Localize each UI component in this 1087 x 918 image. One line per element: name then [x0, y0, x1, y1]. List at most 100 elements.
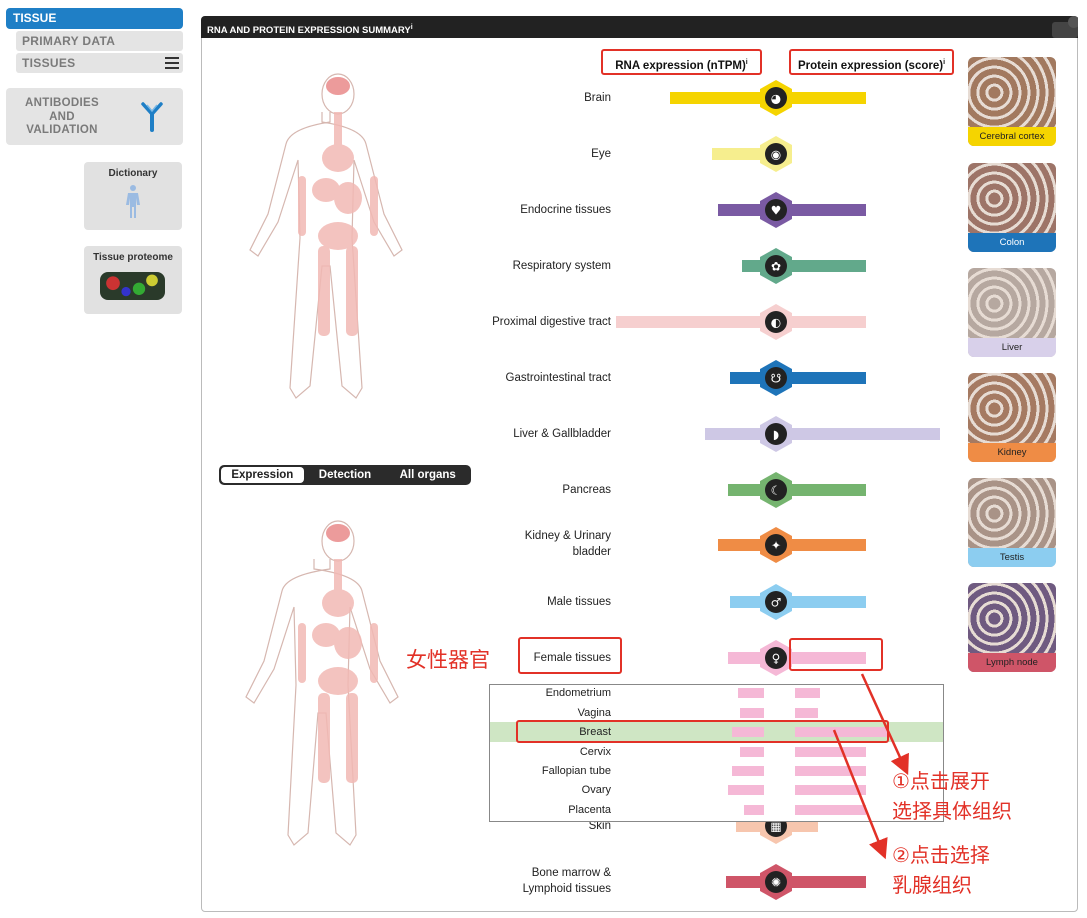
protein-bar[interactable] [776, 316, 866, 328]
subtissue-rna-bar [728, 785, 764, 795]
subtissue-label[interactable]: Placenta [568, 804, 611, 816]
annotation-step1: ①点击展开 选择具体组织 [892, 766, 1012, 826]
subtissue-label[interactable]: Fallopian tube [541, 765, 611, 777]
organ-label[interactable]: Pancreas [562, 484, 611, 496]
organ-icon[interactable]: ♂ [760, 584, 792, 620]
organ-label[interactable]: Brain [584, 92, 611, 104]
protein-bar[interactable] [776, 260, 866, 272]
toggle-all-organs[interactable]: All organs [399, 469, 456, 481]
tissue-image-label: Kidney [968, 443, 1056, 462]
protein-info-icon[interactable]: i [943, 59, 946, 66]
protein-bar[interactable] [776, 539, 866, 551]
human-figure-icon [126, 185, 140, 218]
rna-expression-header: RNA expression (nTPM)i [601, 49, 762, 75]
rna-bar[interactable] [616, 316, 776, 328]
tissue-image-label: Liver [968, 338, 1056, 357]
annotation-step1-line2: 选择具体组织 [892, 799, 1012, 823]
protein-expression-header: Protein expression (score)i [789, 49, 954, 75]
subtissue-label[interactable]: Endometrium [545, 687, 611, 699]
organ-icon[interactable]: ♥ [760, 192, 792, 228]
rna-bar[interactable] [670, 92, 776, 104]
annotation-step2: ②点击选择 乳腺组织 [892, 840, 990, 900]
subtissue-protein-bar [795, 747, 866, 757]
subtissue-label[interactable]: Breast [579, 726, 611, 738]
tissue-image-label: Testis [968, 548, 1056, 567]
protein-bar[interactable] [776, 204, 866, 216]
panel-title: RNA AND PROTEIN EXPRESSION SUMMARY [207, 25, 411, 37]
organ-icon[interactable]: ✦ [760, 527, 792, 563]
svg-text:▦: ▦ [770, 820, 781, 834]
subtissue-rna-bar [732, 766, 764, 776]
organ-icon[interactable]: ◗ [760, 416, 792, 452]
annotation-step2-line2: 乳腺组织 [892, 873, 972, 897]
svg-text:◕: ◕ [771, 92, 782, 106]
female-subtissue-table [489, 684, 944, 822]
antibodies-validation-button[interactable]: ANTIBODIES AND VALIDATION [6, 88, 183, 145]
tissue-proteome-card[interactable]: Tissue proteome [84, 246, 182, 314]
panel-header: RNA AND PROTEIN EXPRESSION SUMMARYi [201, 16, 1078, 38]
nav-tissues-label: TISSUES [22, 56, 76, 70]
organ-label[interactable]: Proximal digestive tract [492, 316, 611, 328]
tissue-proteome-label: Tissue proteome [93, 252, 173, 263]
protein-bar[interactable] [776, 596, 866, 608]
female-protein-highlight [789, 638, 883, 671]
view-toggle: Expression Detection All organs [219, 465, 471, 485]
male-body-figure [245, 520, 399, 846]
subtissue-label[interactable]: Ovary [581, 784, 611, 796]
organ-label[interactable]: Endocrine tissues [520, 204, 611, 216]
protein-bar[interactable] [776, 428, 940, 440]
subtissue-label[interactable]: Vagina [577, 707, 611, 719]
panel-info-icon[interactable]: i [410, 24, 413, 31]
rna-bar[interactable] [705, 428, 776, 440]
protein-bar[interactable] [776, 92, 866, 104]
protein-bar[interactable] [776, 372, 866, 384]
protein-bar[interactable] [776, 876, 866, 888]
menu-icon[interactable] [165, 57, 179, 69]
nav-primary-data[interactable]: PRIMARY DATA [16, 31, 183, 51]
protein-bar[interactable] [776, 652, 866, 664]
subtissue-protein-bar [795, 708, 818, 718]
organ-icon[interactable]: ◉ [760, 136, 792, 172]
rna-header-label: RNA expression (nTPM) [615, 59, 746, 72]
organ-icon[interactable]: ◐ [760, 304, 792, 340]
protein-bar[interactable] [776, 484, 866, 496]
svg-text:◐: ◐ [771, 316, 781, 330]
tissue-image-tile[interactable]: Testis [968, 478, 1056, 567]
svg-text:✺: ✺ [771, 876, 781, 890]
organ-label[interactable]: Bone marrow & Lymphoid tissues [522, 867, 611, 895]
toggle-expression[interactable]: Expression [221, 467, 304, 483]
tissue-image-tile[interactable]: Kidney [968, 373, 1056, 462]
organ-icon[interactable]: ✺ [760, 864, 792, 900]
tissue-image-tile[interactable]: Colon [968, 163, 1056, 252]
organ-label[interactable]: Gastrointestinal tract [505, 372, 611, 384]
subtissue-label[interactable]: Cervix [579, 746, 611, 758]
organ-label[interactable]: Female tissues [533, 652, 611, 664]
subtissue-protein-bar [795, 688, 820, 698]
nav-tissue[interactable]: TISSUE [6, 8, 183, 29]
tissue-image-tile[interactable]: Cerebral cortex [968, 57, 1056, 146]
organ-label[interactable]: Male tissues [547, 596, 611, 608]
organ-label[interactable]: Respiratory system [512, 260, 611, 272]
organ-label[interactable]: Kidney & Urinary bladder [524, 530, 611, 558]
tissue-proteome-thumbnail [100, 272, 165, 300]
tissue-image-tile[interactable]: Lymph node [968, 583, 1056, 672]
organ-label[interactable]: Eye [591, 148, 611, 160]
svg-text:♂: ♂ [771, 596, 782, 610]
protein-header-label: Protein expression (score) [797, 59, 944, 72]
dictionary-card[interactable]: Dictionary [84, 162, 182, 230]
organ-icon[interactable]: ☋ [760, 360, 792, 396]
rna-info-icon[interactable]: i [745, 59, 748, 66]
annotation-female-organs: 女性器官 [406, 648, 490, 672]
tissue-image-tile[interactable]: Liver [968, 268, 1056, 357]
subtissue-rna-bar [740, 708, 764, 718]
organ-label[interactable]: Skin [588, 820, 611, 832]
organ-icon[interactable]: ♀ [760, 640, 792, 676]
organ-icon[interactable]: ☾ [760, 472, 792, 508]
organ-label[interactable]: Liver & Gallbladder [513, 428, 611, 440]
organ-icon[interactable]: ◕ [760, 80, 792, 116]
organ-icon[interactable]: ✿ [760, 248, 792, 284]
nav-tissues[interactable]: TISSUES [16, 53, 183, 73]
svg-text:♥: ♥ [771, 204, 782, 218]
tissue-image-label: Colon [968, 233, 1056, 252]
toggle-detection[interactable]: Detection [318, 469, 372, 481]
